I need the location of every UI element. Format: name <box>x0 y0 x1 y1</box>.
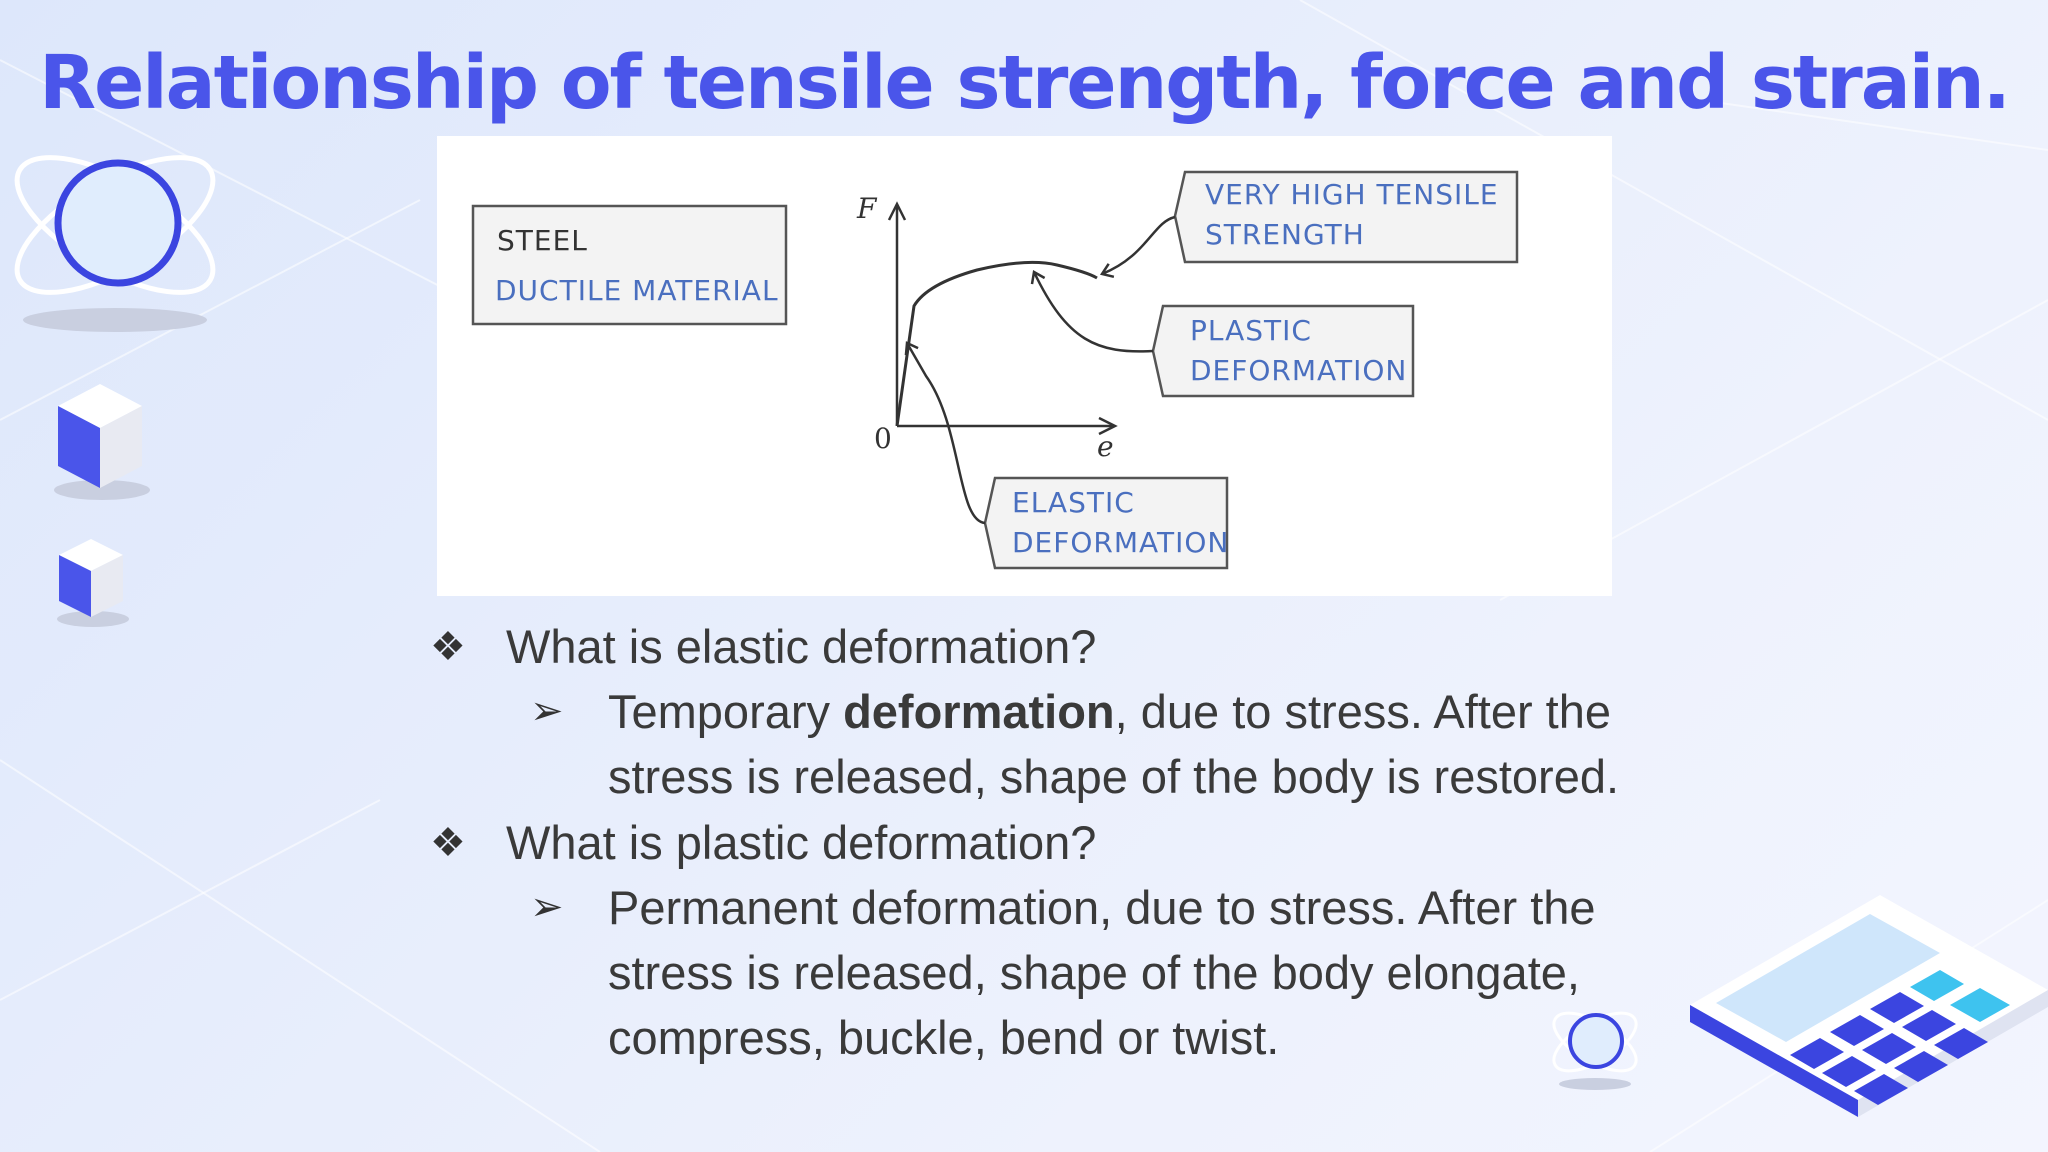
question-elastic: ❖ What is elastic deformation? <box>430 615 1650 679</box>
origin-label: 0 <box>874 422 892 455</box>
svg-text:PLASTIC: PLASTIC <box>1190 314 1312 347</box>
svg-text:STRENGTH: STRENGTH <box>1205 218 1365 251</box>
svg-text:DEFORMATION: DEFORMATION <box>1190 354 1407 387</box>
diamond-bullet-icon: ❖ <box>430 625 466 669</box>
stress-strain-figure: STEEL DUCTILE MATERIAL F e 0 VERY HIGH T… <box>437 136 1612 596</box>
material-type: DUCTILE MATERIAL <box>495 274 779 307</box>
elastic-arrow-visible <box>904 341 986 525</box>
bullet-content: ❖ What is elastic deformation? ➢ Tempora… <box>430 615 1650 1070</box>
plastic-arrow-visible <box>1030 270 1154 353</box>
material-box: STEEL DUCTILE MATERIAL <box>471 204 788 326</box>
svg-text:DEFORMATION: DEFORMATION <box>1012 526 1229 559</box>
svg-text:VERY HIGH TENSILE: VERY HIGH TENSILE <box>1205 178 1499 211</box>
tensile-arrow-visible-main <box>1099 215 1176 278</box>
atom-icon <box>1552 1011 1638 1090</box>
calculator-icon <box>1690 895 2048 1117</box>
axes <box>887 201 1118 436</box>
cube-icon <box>57 539 129 627</box>
page-title: Relationship of tensile strength, force … <box>39 40 2011 126</box>
diamond-bullet-icon: ❖ <box>430 821 466 865</box>
x-axis-label: e <box>1097 430 1114 463</box>
y-axis-label: F <box>856 192 878 225</box>
force-extension-diagram: STEEL DUCTILE MATERIAL F e 0 VERY HIGH T… <box>471 192 1118 463</box>
force-extension-curve <box>895 260 1098 427</box>
cube-icon <box>54 384 150 500</box>
arrow-bullet-icon: ➢ <box>530 885 564 929</box>
answer-elastic: ➢ Temporary deformation, due to stress. … <box>430 679 1650 809</box>
arrow-bullet-icon: ➢ <box>530 689 564 733</box>
atom-icon <box>14 155 216 332</box>
tensile-strength-label-box: VERY HIGH TENSILE STRENGTH <box>1173 170 1519 264</box>
diagram-labels: PLASTIC DEFORMATION ELASTIC DEFORMATION … <box>904 170 1519 570</box>
question-plastic: ❖ What is plastic deformation? <box>430 811 1650 875</box>
elastic-deformation-label: ELASTIC DEFORMATION <box>983 476 1229 570</box>
answer-plastic: ➢ Permanent deformation, due to stress. … <box>430 875 1650 1070</box>
plastic-deformation-label: PLASTIC DEFORMATION <box>1151 304 1415 398</box>
svg-text:ELASTIC: ELASTIC <box>1012 486 1135 519</box>
material-name: STEEL <box>497 224 588 257</box>
